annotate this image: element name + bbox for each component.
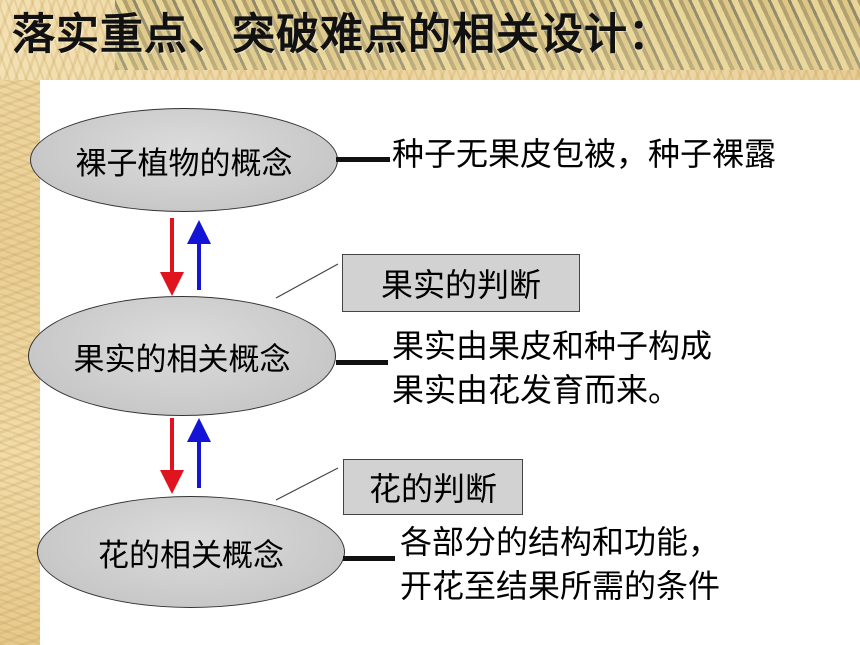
judgment-fruit-label: 果实的判断	[380, 266, 541, 304]
concept-flower-label: 花的相关概念	[98, 537, 284, 574]
concept-gymnosperm-label: 裸子植物的概念	[75, 145, 293, 182]
wheat-image-overlay	[115, 0, 860, 70]
description-line: 果实由果皮和种子构成	[392, 327, 713, 365]
judgment-flower-label: 花的判断	[368, 470, 497, 508]
description-line: 各部分的结构和功能，	[400, 523, 721, 561]
concept-fruit-description: 果实由果皮和种子构成 果实由花发育而来。	[392, 324, 712, 412]
concept-flower-ellipse: 花的相关概念	[37, 496, 345, 608]
description-line: 种子无果皮包被，种子裸露	[392, 135, 777, 173]
concept-flower-description: 各部分的结构和功能， 开花至结果所需的条件	[400, 520, 720, 608]
concept-gymnosperm-description: 种子无果皮包被，种子裸露	[392, 132, 776, 176]
connector-dash-3	[343, 556, 395, 561]
callout-line	[275, 467, 339, 501]
concept-gymnosperm-ellipse: 裸子植物的概念	[30, 108, 338, 212]
description-line: 果实由花发育而来。	[392, 371, 681, 409]
callout-line	[275, 263, 339, 299]
wheat-image	[115, 0, 860, 70]
concept-fruit-ellipse: 果实的相关概念	[28, 296, 336, 416]
left-parchment-strip	[0, 0, 40, 645]
description-line: 开花至结果所需的条件	[400, 567, 721, 605]
judgment-fruit-box: 果实的判断	[342, 254, 580, 312]
connector-dash-1	[336, 157, 390, 162]
slide-title: 落实重点、突破难点的相关设计：	[12, 10, 672, 60]
judgment-flower-box: 花的判断	[343, 459, 523, 515]
concept-fruit-label: 果实的相关概念	[73, 341, 291, 378]
connector-dash-2	[336, 360, 388, 365]
